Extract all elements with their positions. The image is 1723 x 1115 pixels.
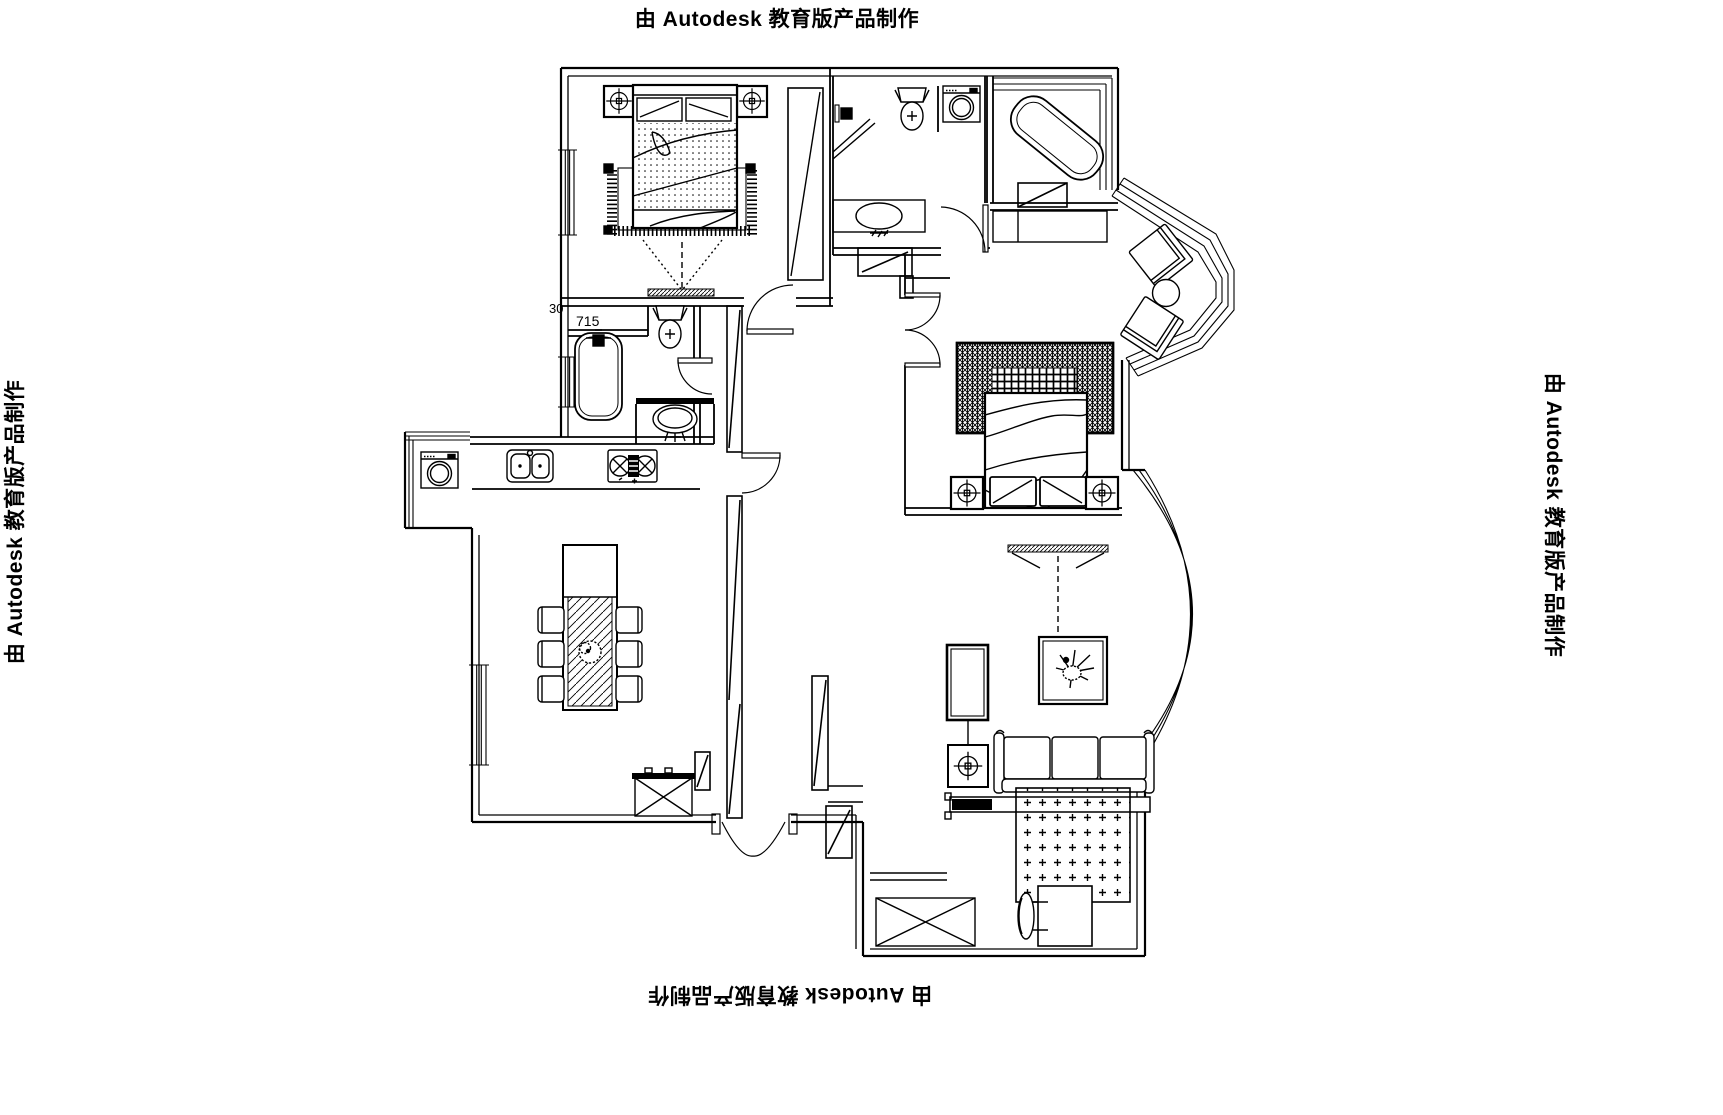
bathroom2: 30 715: [549, 301, 714, 442]
bottom-cabinet: [875, 897, 976, 947]
windows: [404, 77, 1235, 766]
dimension-715: 715: [576, 313, 600, 329]
living-room: [944, 544, 1155, 820]
kitchen: [420, 449, 658, 489]
bottom-window-sill: [870, 872, 947, 881]
bedroom2-nightstand-right: [735, 84, 769, 119]
round-side-table: [1151, 278, 1181, 308]
bay-window: [1111, 177, 1235, 377]
washbasin-2: [636, 398, 714, 442]
sofa: [993, 729, 1155, 794]
dining-room: [537, 544, 643, 711]
shoe-cabinet: [632, 767, 695, 817]
desk-chair: [1017, 892, 1048, 940]
bedroom2-bed: [631, 83, 739, 230]
armchair-2: [1119, 295, 1185, 361]
coffee-table-plant: [1055, 649, 1095, 689]
tub-faucet: [592, 334, 605, 347]
master-bedroom-double-door: [904, 292, 941, 368]
shower-head-icon: [834, 104, 853, 123]
hall-bedroom2-door: [746, 284, 794, 335]
master-bedroom: [949, 210, 1120, 511]
dining-table: [562, 544, 618, 711]
table-plant: [578, 640, 602, 664]
bedroom2-nightstand-left: [602, 84, 636, 119]
washing-machine-1: [942, 85, 981, 123]
desk: [1037, 885, 1093, 947]
bathroom1-door: [940, 204, 989, 253]
bathroom2-window: [558, 356, 577, 408]
exterior-wall-inner-lines: [478, 75, 1138, 950]
entry: [632, 767, 695, 817]
end-table: [947, 744, 989, 788]
dining-chair: [615, 675, 643, 703]
dining-chair: [537, 675, 565, 703]
structural-columns: [694, 247, 914, 859]
bathtub: [574, 329, 623, 421]
toilet-2: [652, 305, 688, 349]
bow-window: [1132, 469, 1193, 759]
master-bed: [983, 391, 1089, 510]
sunroom-cabinet: [1017, 182, 1068, 208]
bedroom2-tv-projection: [642, 239, 723, 297]
side-cabinet: [945, 643, 990, 745]
cross-pattern-rug: [1015, 787, 1131, 903]
master-nightstand-right: [1084, 475, 1120, 511]
cooktop: [607, 449, 658, 484]
dining-chair: [615, 640, 643, 668]
bathroom1: [832, 85, 981, 238]
toilet-1: [894, 87, 930, 131]
bedroom2: [602, 83, 824, 297]
bathroom1-vanity: [832, 199, 926, 238]
entry-double-door: [711, 813, 798, 857]
dimension-30: 30: [549, 301, 563, 316]
master-nightstand-left: [949, 475, 985, 511]
dining-chair: [537, 606, 565, 634]
bedroom2-wardrobe: [787, 87, 824, 281]
hall-living-door: [741, 452, 781, 494]
bay-seating: [1119, 223, 1194, 361]
corner-bathtub: [1009, 95, 1105, 181]
sunroom: [1009, 95, 1105, 208]
coffee-table: [1037, 635, 1109, 706]
watermark-top: 由 Autodesk 教育版产品制作: [634, 8, 920, 31]
master-dresser: [992, 210, 1108, 243]
bedroom2-window: [558, 149, 577, 236]
utility-window-corner: [404, 431, 470, 528]
dining-chair: [537, 640, 565, 668]
washing-machine-2: [420, 451, 459, 489]
doors: [677, 204, 989, 857]
living-tv-projection: [1007, 544, 1109, 633]
bathroom2-door: [677, 357, 713, 395]
dining-window: [469, 664, 489, 766]
kitchen-sink: [506, 449, 554, 483]
shower-corner: [832, 118, 876, 160]
dining-chair: [615, 606, 643, 634]
tv-shelf: [1007, 544, 1109, 553]
study-corner: [870, 787, 1131, 947]
bedroom2-tv-shelf: [647, 288, 715, 297]
sunroom-window-frames: [993, 77, 1113, 190]
